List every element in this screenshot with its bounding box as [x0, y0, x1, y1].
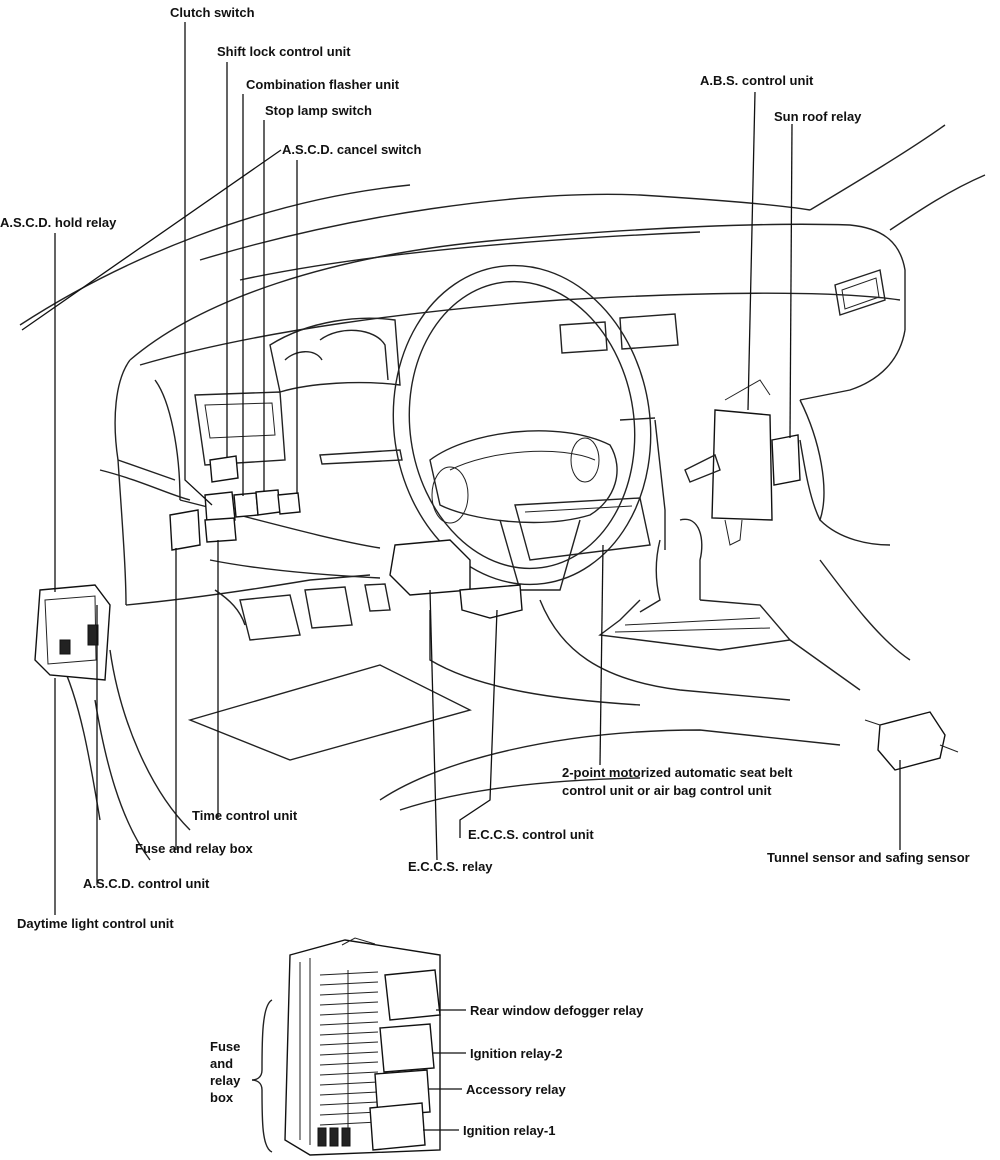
rear-window-defogger-relay-part — [384, 969, 441, 1021]
eccs-relay-label: E.C.C.S. relay — [408, 859, 493, 874]
eccs-control-unit-label: E.C.C.S. control unit — [468, 827, 594, 842]
fuse-relay-box-inset: Fuse and relay box — [210, 937, 644, 1156]
abs-control-unit-part — [711, 409, 773, 521]
dashboard-drawing — [19, 124, 986, 861]
labels: Clutch switch Shift lock control unit Co… — [0, 5, 970, 931]
shift-lock-part — [204, 491, 236, 524]
clutch-switch-label: Clutch switch — [170, 5, 255, 20]
inset-title-line3: relay — [210, 1073, 241, 1088]
seat-belt-control-unit-label-line2: control unit or air bag control unit — [562, 783, 772, 798]
sun-roof-relay-label: Sun roof relay — [774, 109, 862, 124]
accessory-relay-label: Accessory relay — [466, 1082, 567, 1097]
component-parts — [34, 379, 959, 771]
inset-title-line2: and — [210, 1056, 233, 1071]
inset-brace — [251, 999, 273, 1153]
ignition-relay-2-label: Ignition relay-2 — [470, 1046, 562, 1061]
ignition-relay-1-part — [369, 1102, 426, 1151]
rear-window-defogger-relay-label: Rear window defogger relay — [470, 1003, 644, 1018]
ignition-relay-2-part — [379, 1023, 435, 1073]
daytime-light-control-unit-label: Daytime light control unit — [17, 916, 174, 931]
tunnel-sensor-part — [877, 711, 946, 771]
shift-lock-control-unit-label: Shift lock control unit — [217, 44, 351, 59]
seat-belt-control-unit-label-line1: 2-point motorized automatic seat belt — [562, 765, 793, 780]
fuse-slots — [319, 970, 379, 1130]
ascd-cancel-switch-label: A.S.C.D. cancel switch — [282, 142, 421, 157]
ignition-relay-1-label: Ignition relay-1 — [463, 1123, 555, 1138]
sun-roof-relay-part — [771, 434, 801, 486]
tunnel-sensor-label: Tunnel sensor and safing sensor — [767, 850, 970, 865]
combination-flasher-unit-label: Combination flasher unit — [246, 77, 400, 92]
flasher-part — [233, 492, 259, 518]
ascd-hold-relay-part — [34, 584, 111, 681]
eccs-relay-part — [389, 539, 471, 596]
fuse-relay-box-part — [169, 509, 201, 551]
clutch-switch-part — [209, 455, 239, 483]
fuse-and-relay-box-label: Fuse and relay box — [135, 841, 254, 856]
time-control-part — [204, 517, 237, 543]
stop-lamp-switch-label: Stop lamp switch — [265, 103, 372, 118]
stop-lamp-part — [255, 489, 281, 516]
ascd-hold-relay-label: A.S.C.D. hold relay — [0, 215, 117, 230]
time-control-unit-label: Time control unit — [192, 808, 298, 823]
inset-title-line4: box — [210, 1090, 234, 1105]
eccs-control-part — [459, 584, 523, 619]
inset-title-line1: Fuse — [210, 1039, 240, 1054]
ascd-control-unit-label: A.S.C.D. control unit — [83, 876, 210, 891]
abs-control-unit-label: A.B.S. control unit — [700, 73, 814, 88]
ascd-cancel-part — [277, 492, 301, 515]
leader-lines — [21, 22, 901, 915]
